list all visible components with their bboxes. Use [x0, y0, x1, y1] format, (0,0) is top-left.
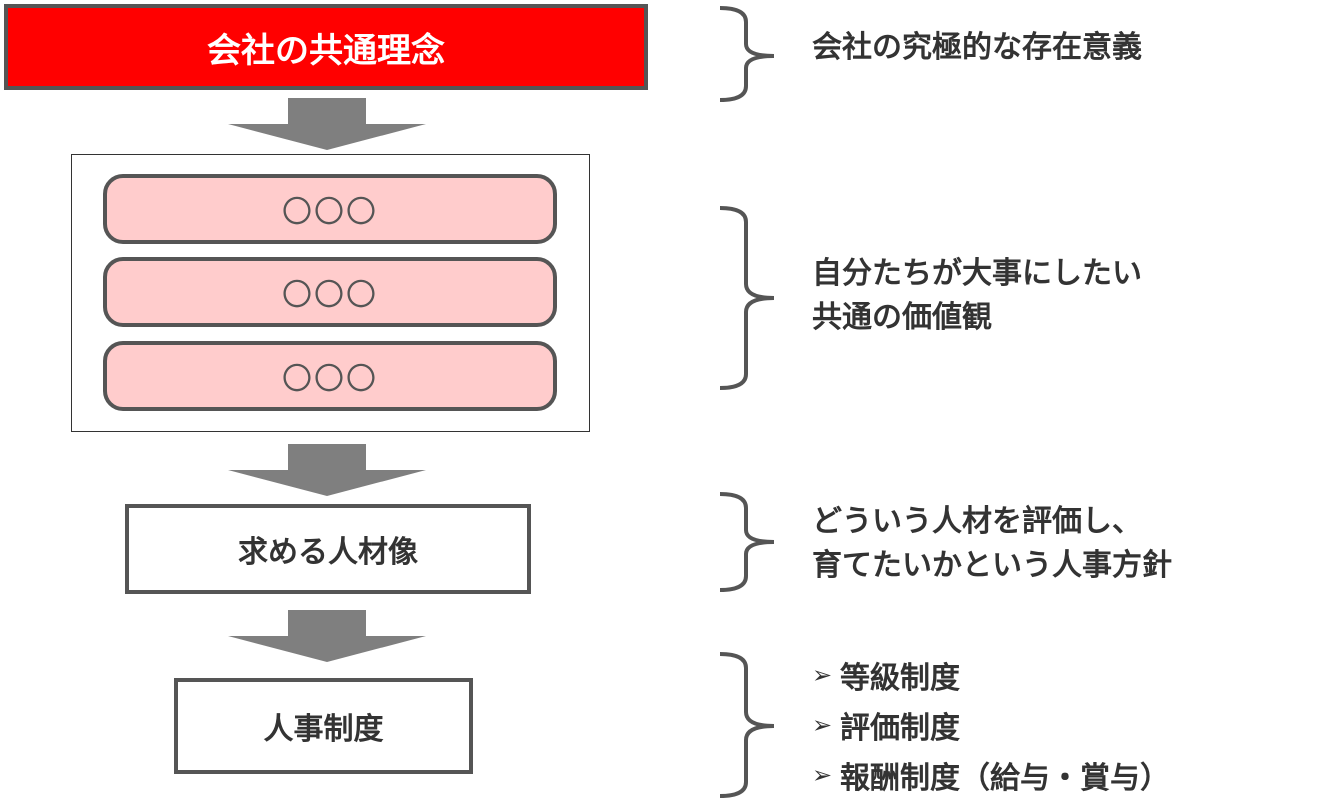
company-philosophy-box: 会社の共通理念 [4, 4, 648, 90]
value-item-2: 〇〇〇 [103, 257, 557, 327]
brace-systems [719, 652, 775, 798]
values-annotation-line-1: 自分たちが大事にしたい [812, 256, 1142, 291]
right-braces [719, 6, 775, 798]
brace-people [719, 492, 775, 592]
value-item-label: 〇〇〇 [282, 362, 378, 397]
arrow-bullet-icon: ➢ [812, 661, 833, 689]
value-item-3: 〇〇〇 [103, 341, 557, 411]
list-item: ➢ 報酬制度（給与・賞与） [812, 750, 1170, 800]
value-item-label: 〇〇〇 [282, 195, 378, 230]
list-item: ➢ 評価制度 [812, 700, 1170, 750]
hr-system-item-label: 評価制度 [840, 711, 960, 746]
hr-system-box: 人事制度 [174, 678, 473, 774]
hr-system-label: 人事制度 [263, 712, 384, 747]
arrow-bullet-icon: ➢ [812, 711, 833, 739]
hr-system-item-label: 等級制度 [840, 661, 960, 696]
value-item-1: 〇〇〇 [103, 174, 557, 244]
people-annotation: どういう人材を評価し、 育てたいかという人事方針 [812, 500, 1172, 588]
arrow-bullet-icon: ➢ [812, 761, 833, 789]
brace-values [719, 206, 775, 390]
values-annotation: 自分たちが大事にしたい 共通の価値観 [812, 252, 1142, 340]
ideal-talent-label: 求める人材像 [238, 535, 418, 570]
people-annotation-line-1: どういう人材を評価し、 [812, 504, 1142, 539]
list-item: ➢ 等級制度 [812, 650, 1170, 700]
hr-system-item-label: 報酬制度（給与・賞与） [840, 761, 1170, 796]
philosophy-annotation: 会社の究極的な存在意義 [812, 26, 1142, 70]
brace-philosophy [719, 6, 775, 102]
company-philosophy-label: 会社の共通理念 [207, 30, 445, 71]
hr-systems-list: ➢ 等級制度 ➢ 評価制度 ➢ 報酬制度（給与・賞与） [812, 650, 1170, 800]
ideal-talent-box: 求める人材像 [125, 504, 531, 594]
people-annotation-line-2: 育てたいかという人事方針 [812, 548, 1172, 583]
value-item-label: 〇〇〇 [282, 278, 378, 313]
philosophy-annotation-text: 会社の究極的な存在意義 [812, 30, 1142, 65]
values-annotation-line-2: 共通の価値観 [812, 300, 992, 335]
